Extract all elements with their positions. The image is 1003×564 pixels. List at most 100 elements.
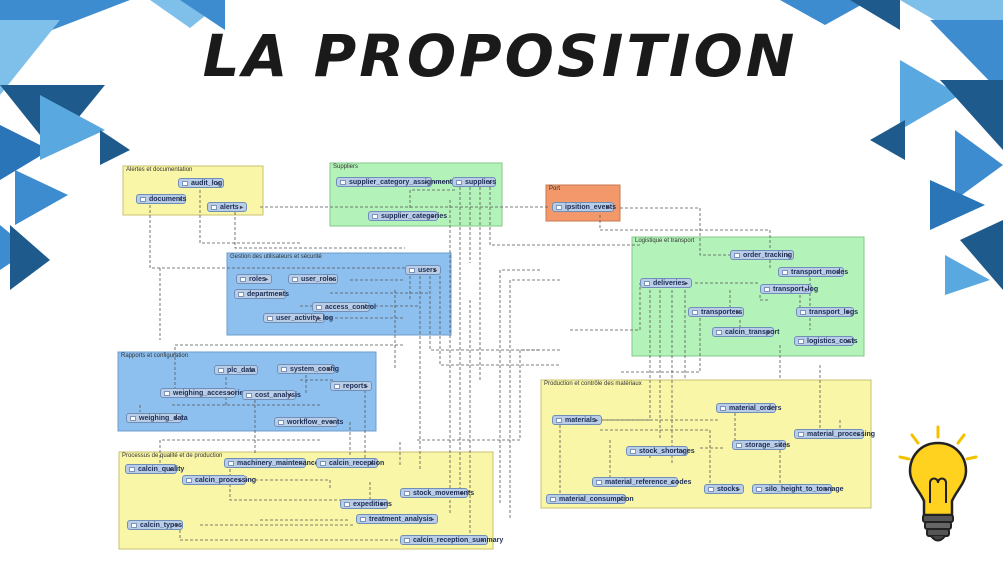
table-material-orders[interactable]: material_orders▸ (716, 403, 782, 413)
table-expeditions[interactable]: expeditions▸ (340, 499, 392, 509)
table-transport-logs[interactable]: transport_logs▸ (796, 307, 858, 317)
table-calcin-types[interactable]: calcin_types▸ (127, 520, 183, 530)
table-departments[interactable]: departments▸ (234, 289, 289, 299)
table-storage-sites[interactable]: storage_sites▸ (732, 440, 790, 450)
table-alerts[interactable]: alerts▸ (207, 202, 247, 212)
chevron-icon: ▸ (488, 180, 492, 186)
chevron-icon: ▸ (594, 418, 598, 424)
table-weighing-data[interactable]: weighing_data▸ (126, 413, 188, 423)
chevron-icon: ▸ (216, 181, 220, 187)
table-icon (644, 281, 650, 286)
chevron-icon: ▸ (480, 538, 484, 544)
table-machinery-maintenance[interactable]: machinery_maintenance▸ (224, 458, 319, 468)
table-users[interactable]: users▸ (405, 265, 441, 275)
table-workflow-events[interactable]: workflow_events▸ (274, 417, 343, 427)
table-icon (708, 487, 714, 492)
table-audit-log[interactable]: audit_log▸ (178, 178, 224, 188)
chevron-icon: ▸ (778, 443, 782, 449)
table-suppliers[interactable]: suppliers▸ (452, 177, 496, 187)
table-calcin-transport[interactable]: calcin_transport▸ (712, 327, 779, 337)
chevron-icon: ▸ (680, 449, 684, 455)
chevron-icon: ▸ (684, 281, 688, 287)
table-icon (372, 214, 378, 219)
chevron-icon: ▸ (174, 416, 178, 422)
table-icon (756, 487, 762, 492)
table-transport-log[interactable]: transport_log▸ (760, 284, 818, 294)
table-user-activity-log[interactable]: user_activity_log▸ (263, 313, 333, 323)
table-calcin-reception[interactable]: calcin_reception▸ (316, 458, 384, 468)
table-silo-height-to-tonnage[interactable]: silo_height_to_tonnage▸ (752, 484, 844, 494)
table-icon (340, 180, 346, 185)
table-supplier-categories[interactable]: supplier_categories▸ (368, 211, 447, 221)
chevron-icon: ▸ (298, 461, 302, 467)
chevron-icon: ▸ (846, 310, 850, 316)
triangle-shape (780, 0, 870, 25)
table-access-control[interactable]: access_control▸ (312, 302, 376, 312)
table-weighing-accessories[interactable]: weighing_accessories▸ (160, 388, 247, 398)
table-icon (140, 197, 146, 202)
table-user-roles[interactable]: user_roles▸ (288, 274, 338, 284)
chevron-icon: ▸ (670, 480, 674, 486)
table-deliveries[interactable]: deliveries▸ (640, 278, 692, 288)
table-reports[interactable]: reports▸ (330, 381, 372, 391)
table-icon (550, 497, 556, 502)
table-icon (130, 416, 136, 421)
chevron-icon: ▸ (380, 502, 384, 508)
group-title-port: Port (549, 186, 561, 192)
table-icon (278, 420, 284, 425)
table-icon (764, 287, 770, 292)
table-icon (218, 368, 224, 373)
chevron-icon: ▸ (433, 268, 437, 274)
table-documents[interactable]: documents▸ (136, 194, 186, 204)
table-transport-modes[interactable]: transport_modes▸ (778, 267, 848, 277)
table-transporters[interactable]: transporters▸ (688, 307, 744, 317)
table-icon (246, 393, 252, 398)
chevron-icon: ▸ (736, 487, 740, 493)
table-calcin-quality[interactable]: calcin_quality▸ (125, 464, 184, 474)
table-plc-data[interactable]: plc_data▸ (214, 365, 258, 375)
chevron-icon: ▸ (846, 339, 850, 345)
chevron-icon: ▸ (606, 205, 610, 211)
table-icon (238, 292, 244, 297)
table-order-tracking[interactable]: order_tracking▸ (730, 250, 794, 260)
table-icon (798, 339, 804, 344)
table-stocks[interactable]: stocks▸ (704, 484, 744, 494)
table-icon (320, 461, 326, 466)
chevron-icon: ▸ (330, 277, 334, 283)
table-icon (281, 367, 287, 372)
table-icon (798, 432, 804, 437)
table-icon (782, 270, 788, 275)
table-icon (164, 391, 170, 396)
table-cost-analysis[interactable]: cost_analysis▸ (242, 390, 301, 400)
triangle-shape (100, 130, 130, 165)
table-icon (404, 538, 410, 543)
table-supplier-category-assignments[interactable]: supplier_category_assignments▸ (336, 177, 456, 187)
triangle-shape (960, 220, 1003, 290)
table-icon (800, 310, 806, 315)
chevron-icon: ▸ (430, 214, 434, 220)
relationship-lines (139, 181, 841, 541)
table-roles[interactable]: roles▸ (236, 274, 272, 284)
chevron-icon: ▸ (766, 330, 770, 336)
table-logistics-costs[interactable]: logistics_costs▸ (794, 336, 858, 346)
table-stock-shortages[interactable]: stock_shortages▸ (626, 446, 695, 456)
group-title-logistique: Logistique et transport (635, 238, 695, 244)
table-stock-movements[interactable]: stock_movements▸ (400, 488, 474, 498)
table-material-consumption[interactable]: material_consumption▸ (546, 494, 634, 504)
table-material-reference-codes[interactable]: material_reference_codes▸ (592, 477, 691, 487)
table-calcin-reception-summary[interactable]: calcin_reception_summary▸ (400, 535, 503, 545)
triangle-shape (940, 80, 1003, 150)
table-material-processing[interactable]: material_processing▸ (794, 429, 875, 439)
table-materials[interactable]: materials▸ (552, 415, 602, 425)
table-calcin-processing[interactable]: calcin_processing▸ (182, 475, 256, 485)
page-title: LA PROPOSITION (202, 22, 798, 90)
chevron-icon: ▸ (317, 316, 321, 322)
chevron-icon: ▸ (618, 497, 622, 503)
table-ipsition-events[interactable]: ipsition_events▸ (552, 202, 616, 212)
table-icon (228, 461, 234, 466)
table-treatment-analysis[interactable]: treatment_analysis▸ (356, 514, 438, 524)
table-icon (334, 384, 340, 389)
table-system-config[interactable]: system_config▸ (277, 364, 339, 374)
chevron-icon: ▸ (178, 197, 182, 203)
